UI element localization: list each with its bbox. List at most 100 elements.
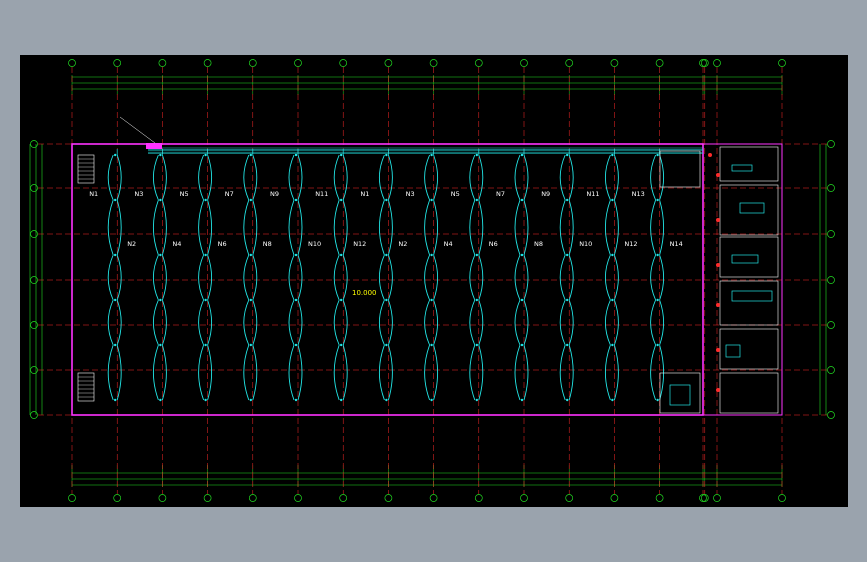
light-fixture [340,398,343,402]
lighting-circuit [378,154,393,401]
outlet-marker [716,348,720,352]
axis-bubble [565,59,574,67]
axis-bubble [474,494,483,502]
axis-bubble [203,59,212,67]
axis-bubble [30,140,38,148]
room-outline [719,280,779,326]
lighting-circuit [604,154,619,401]
light-fixture [204,398,207,402]
circuit-label-lower: N2 [127,240,136,248]
light-fixture [611,343,614,347]
equipment-block [739,202,765,214]
axis-bubble [827,184,835,192]
room-outline [719,372,779,414]
light-fixture [249,398,252,402]
circuit-label-lower: N12 [353,240,366,248]
axis-bubble [699,494,707,502]
circuit-label-lower: N6 [218,240,227,248]
axis-bubble [778,494,786,502]
light-fixture [340,153,343,157]
light-fixture [611,398,614,402]
light-fixture [520,398,524,402]
axis-bubble [384,59,393,67]
light-fixture [385,343,388,347]
axis-bubble [655,59,664,67]
stair-block [77,154,95,184]
light-fixture [385,398,388,402]
circuit-label-upper: N5 [180,190,189,198]
lighting-circuit [152,154,167,401]
light-fixture [475,298,478,302]
axis-bubble [827,230,835,238]
lighting-circuit [198,154,213,401]
equipment-block [731,164,753,172]
axis-bubble [778,59,786,67]
light-fixture [114,398,117,402]
light-fixture [520,198,524,202]
light-fixture [520,253,524,257]
light-fixture [159,253,162,257]
axis-bubble [827,321,835,329]
light-fixture [430,298,433,302]
light-fixture [294,253,298,257]
axis-bubble [827,366,835,374]
lighting-circuit [424,154,439,401]
axis-bubble [565,494,574,502]
axis-bubble [429,59,438,67]
lighting-circuit [650,154,665,401]
axis-bubble [700,59,709,67]
light-fixture [430,253,433,257]
axis-bubble [68,494,76,502]
axis-bubble [294,494,302,502]
axis-bubble [30,184,38,192]
lighting-circuit [288,154,303,401]
circuit-label-upper: N13 [632,190,645,198]
axis-bubble [339,494,348,502]
circuit-label-upper: N3 [134,190,143,198]
axis-bubble [699,59,707,67]
light-fixture [656,398,659,402]
equipment-block [669,384,691,406]
light-fixture [249,343,252,347]
axis-bubble [248,494,257,502]
equipment-block [725,344,741,358]
axis-bubble [158,59,167,67]
light-fixture [385,198,388,202]
light-fixture [385,298,388,302]
axis-bubble [248,59,257,67]
light-fixture [159,153,162,157]
light-fixture [204,153,207,157]
light-fixture [204,253,207,257]
room-outline [719,236,779,278]
circuit-label-upper: N1 [360,190,369,198]
outlet-marker [716,263,720,267]
circuit-label-lower: N8 [534,240,543,248]
axis-bubble [113,494,122,502]
light-fixture [520,153,524,157]
light-fixture [159,298,162,302]
circuit-label-lower: N8 [263,240,272,248]
axis-grid [38,67,827,494]
circuit-label-lower: N10 [579,240,592,248]
elevation-mark: 10.000 [352,289,377,297]
panel-leader [119,116,156,144]
circuit-label-upper: N9 [541,190,550,198]
light-fixture [656,343,659,347]
axis-bubble [520,494,528,502]
light-fixture [114,153,117,157]
axis-bubble [294,59,302,67]
circuit-label-lower: N14 [670,240,683,248]
light-fixture [566,298,569,302]
equipment-block [731,290,773,302]
light-fixture [430,398,433,402]
axis-bubble [339,59,348,67]
axis-bubble [713,494,721,502]
light-fixture [611,298,614,302]
light-fixture [611,153,614,157]
axis-bubble [520,59,528,67]
light-fixture [159,198,162,202]
light-fixture [249,198,252,202]
circuit-label-upper: N7 [496,190,505,198]
circuit-label-lower: N2 [398,240,407,248]
